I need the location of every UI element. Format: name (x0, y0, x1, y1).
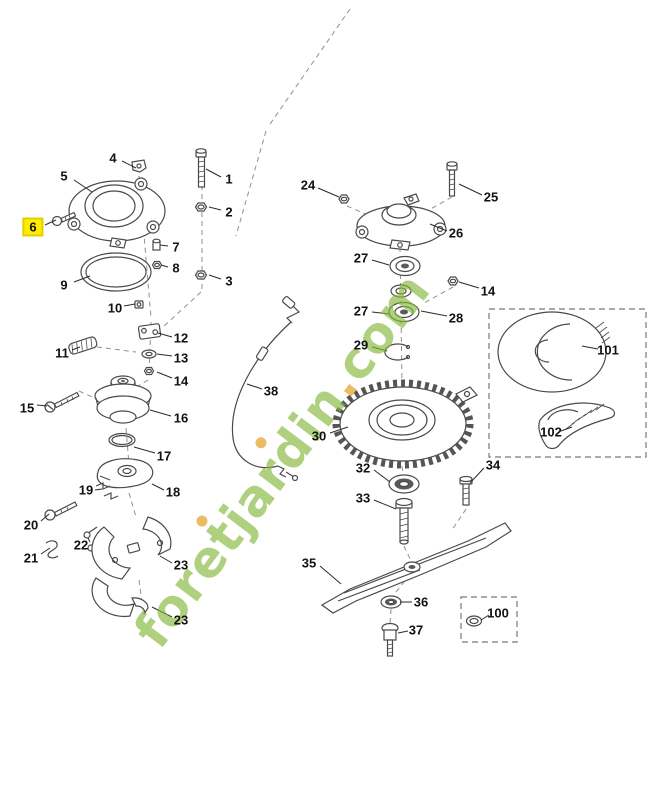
bolt-37-drawing (381, 622, 399, 657)
part-label-8-7[interactable]: 8 (172, 260, 180, 276)
part-label-36-37[interactable]: 36 (413, 594, 429, 610)
part-label-25-26[interactable]: 25 (483, 189, 499, 205)
part-label-29-31[interactable]: 29 (353, 337, 369, 353)
part-label-4-3[interactable]: 4 (109, 150, 117, 166)
disc-102-drawing (538, 402, 616, 450)
part-label-1-0[interactable]: 1 (225, 171, 233, 187)
part-label-3-2[interactable]: 3 (225, 273, 233, 289)
part-label-38-39[interactable]: 38 (263, 383, 279, 399)
washer-36-drawing (380, 595, 402, 609)
part-label-22-22[interactable]: 22 (73, 537, 89, 553)
disc-101-drawing (497, 311, 611, 393)
part-label-14-13[interactable]: 14 (173, 373, 189, 389)
pin-7-drawing (152, 238, 161, 251)
blade-35-drawing (320, 522, 512, 614)
part-label-37-38[interactable]: 37 (408, 622, 424, 638)
nut-24-drawing (338, 194, 350, 204)
part-label-21-21[interactable]: 21 (23, 550, 39, 566)
bracket-12-drawing (137, 323, 162, 340)
part-label-19-19[interactable]: 19 (78, 482, 94, 498)
part-label-35-36[interactable]: 35 (301, 555, 317, 571)
bearing-27b-drawing (388, 301, 420, 323)
housing-5-drawing (67, 177, 166, 249)
clips-19-drawing (95, 482, 119, 500)
spring-11-drawing (68, 336, 98, 355)
spacer-28-drawing (390, 284, 412, 298)
part-label-18-18[interactable]: 18 (165, 484, 181, 500)
ring-17-drawing (108, 432, 136, 448)
housing-26-drawing (355, 193, 447, 251)
part-label-9-8[interactable]: 9 (60, 277, 68, 293)
part-label-27-29[interactable]: 27 (353, 303, 369, 319)
toothed-wheel-30-drawing (332, 379, 478, 469)
brake-shoe-23b-drawing (91, 577, 149, 618)
part-label-5-4[interactable]: 5 (60, 168, 68, 184)
screw-34-drawing (459, 475, 473, 506)
pulley-16-drawing (94, 375, 152, 424)
option-box-101-102 (488, 308, 647, 458)
bolt-1-drawing (195, 148, 207, 188)
part-label-6-5[interactable]: 6 (22, 217, 44, 237)
part-label-17-17[interactable]: 17 (156, 448, 172, 464)
bolt-25-drawing (446, 161, 458, 197)
nut-2-drawing (194, 202, 208, 212)
nut-3-drawing (194, 270, 208, 280)
part-label-20-20[interactable]: 20 (23, 517, 39, 533)
part-label-32-33[interactable]: 32 (355, 460, 371, 476)
part-label-2-1[interactable]: 2 (225, 204, 233, 220)
screw-20-drawing (44, 501, 78, 521)
circlip-29-drawing (384, 343, 411, 361)
leader-lines (36, 160, 599, 634)
part-label-23-23[interactable]: 23 (173, 557, 189, 573)
part-label-100-40[interactable]: 100 (487, 605, 509, 621)
part-label-7-6[interactable]: 7 (172, 239, 180, 255)
part-label-12-11[interactable]: 12 (173, 330, 189, 346)
bearing-32-drawing (388, 474, 420, 494)
nut-14-left-drawing (143, 366, 155, 376)
clip-21-drawing (45, 540, 59, 559)
part-label-27-28[interactable]: 27 (353, 250, 369, 266)
part-label-10-9[interactable]: 10 (107, 300, 123, 316)
part-label-23-24[interactable]: 23 (173, 612, 189, 628)
part-label-28-30[interactable]: 28 (448, 310, 464, 326)
part-label-24-25[interactable]: 24 (300, 177, 316, 193)
bearing-27a-drawing (389, 255, 421, 277)
bolt-15-drawing (44, 391, 80, 413)
bolt-33-drawing (395, 497, 413, 545)
part-label-13-12[interactable]: 13 (173, 350, 189, 366)
part-label-14-14[interactable]: 14 (480, 283, 496, 299)
pin-10-drawing (134, 300, 144, 309)
washer-13-drawing (141, 349, 157, 359)
clip-4-drawing (131, 159, 147, 173)
part-label-16-16[interactable]: 16 (173, 410, 189, 426)
part-label-15-15[interactable]: 15 (19, 400, 35, 416)
part-label-11-10[interactable]: 11 (55, 345, 69, 361)
nut-14-right-drawing (447, 276, 459, 286)
cable-38-drawing (231, 296, 301, 482)
part-label-26-27[interactable]: 26 (448, 225, 464, 241)
bracket-18-drawing (96, 458, 154, 489)
part-label-101-41[interactable]: 101 (597, 342, 619, 358)
ring-100-drawing (465, 615, 483, 627)
brake-shoes-23a-drawing (91, 516, 172, 580)
part-label-34-35[interactable]: 34 (485, 457, 501, 473)
nut-8-drawing (151, 260, 163, 270)
part-label-102-42[interactable]: 102 (540, 424, 562, 440)
ring-9-drawing (80, 252, 152, 292)
part-label-30-32[interactable]: 30 (311, 428, 327, 444)
screw-6-drawing (51, 211, 77, 227)
part-label-33-34[interactable]: 33 (355, 490, 371, 506)
